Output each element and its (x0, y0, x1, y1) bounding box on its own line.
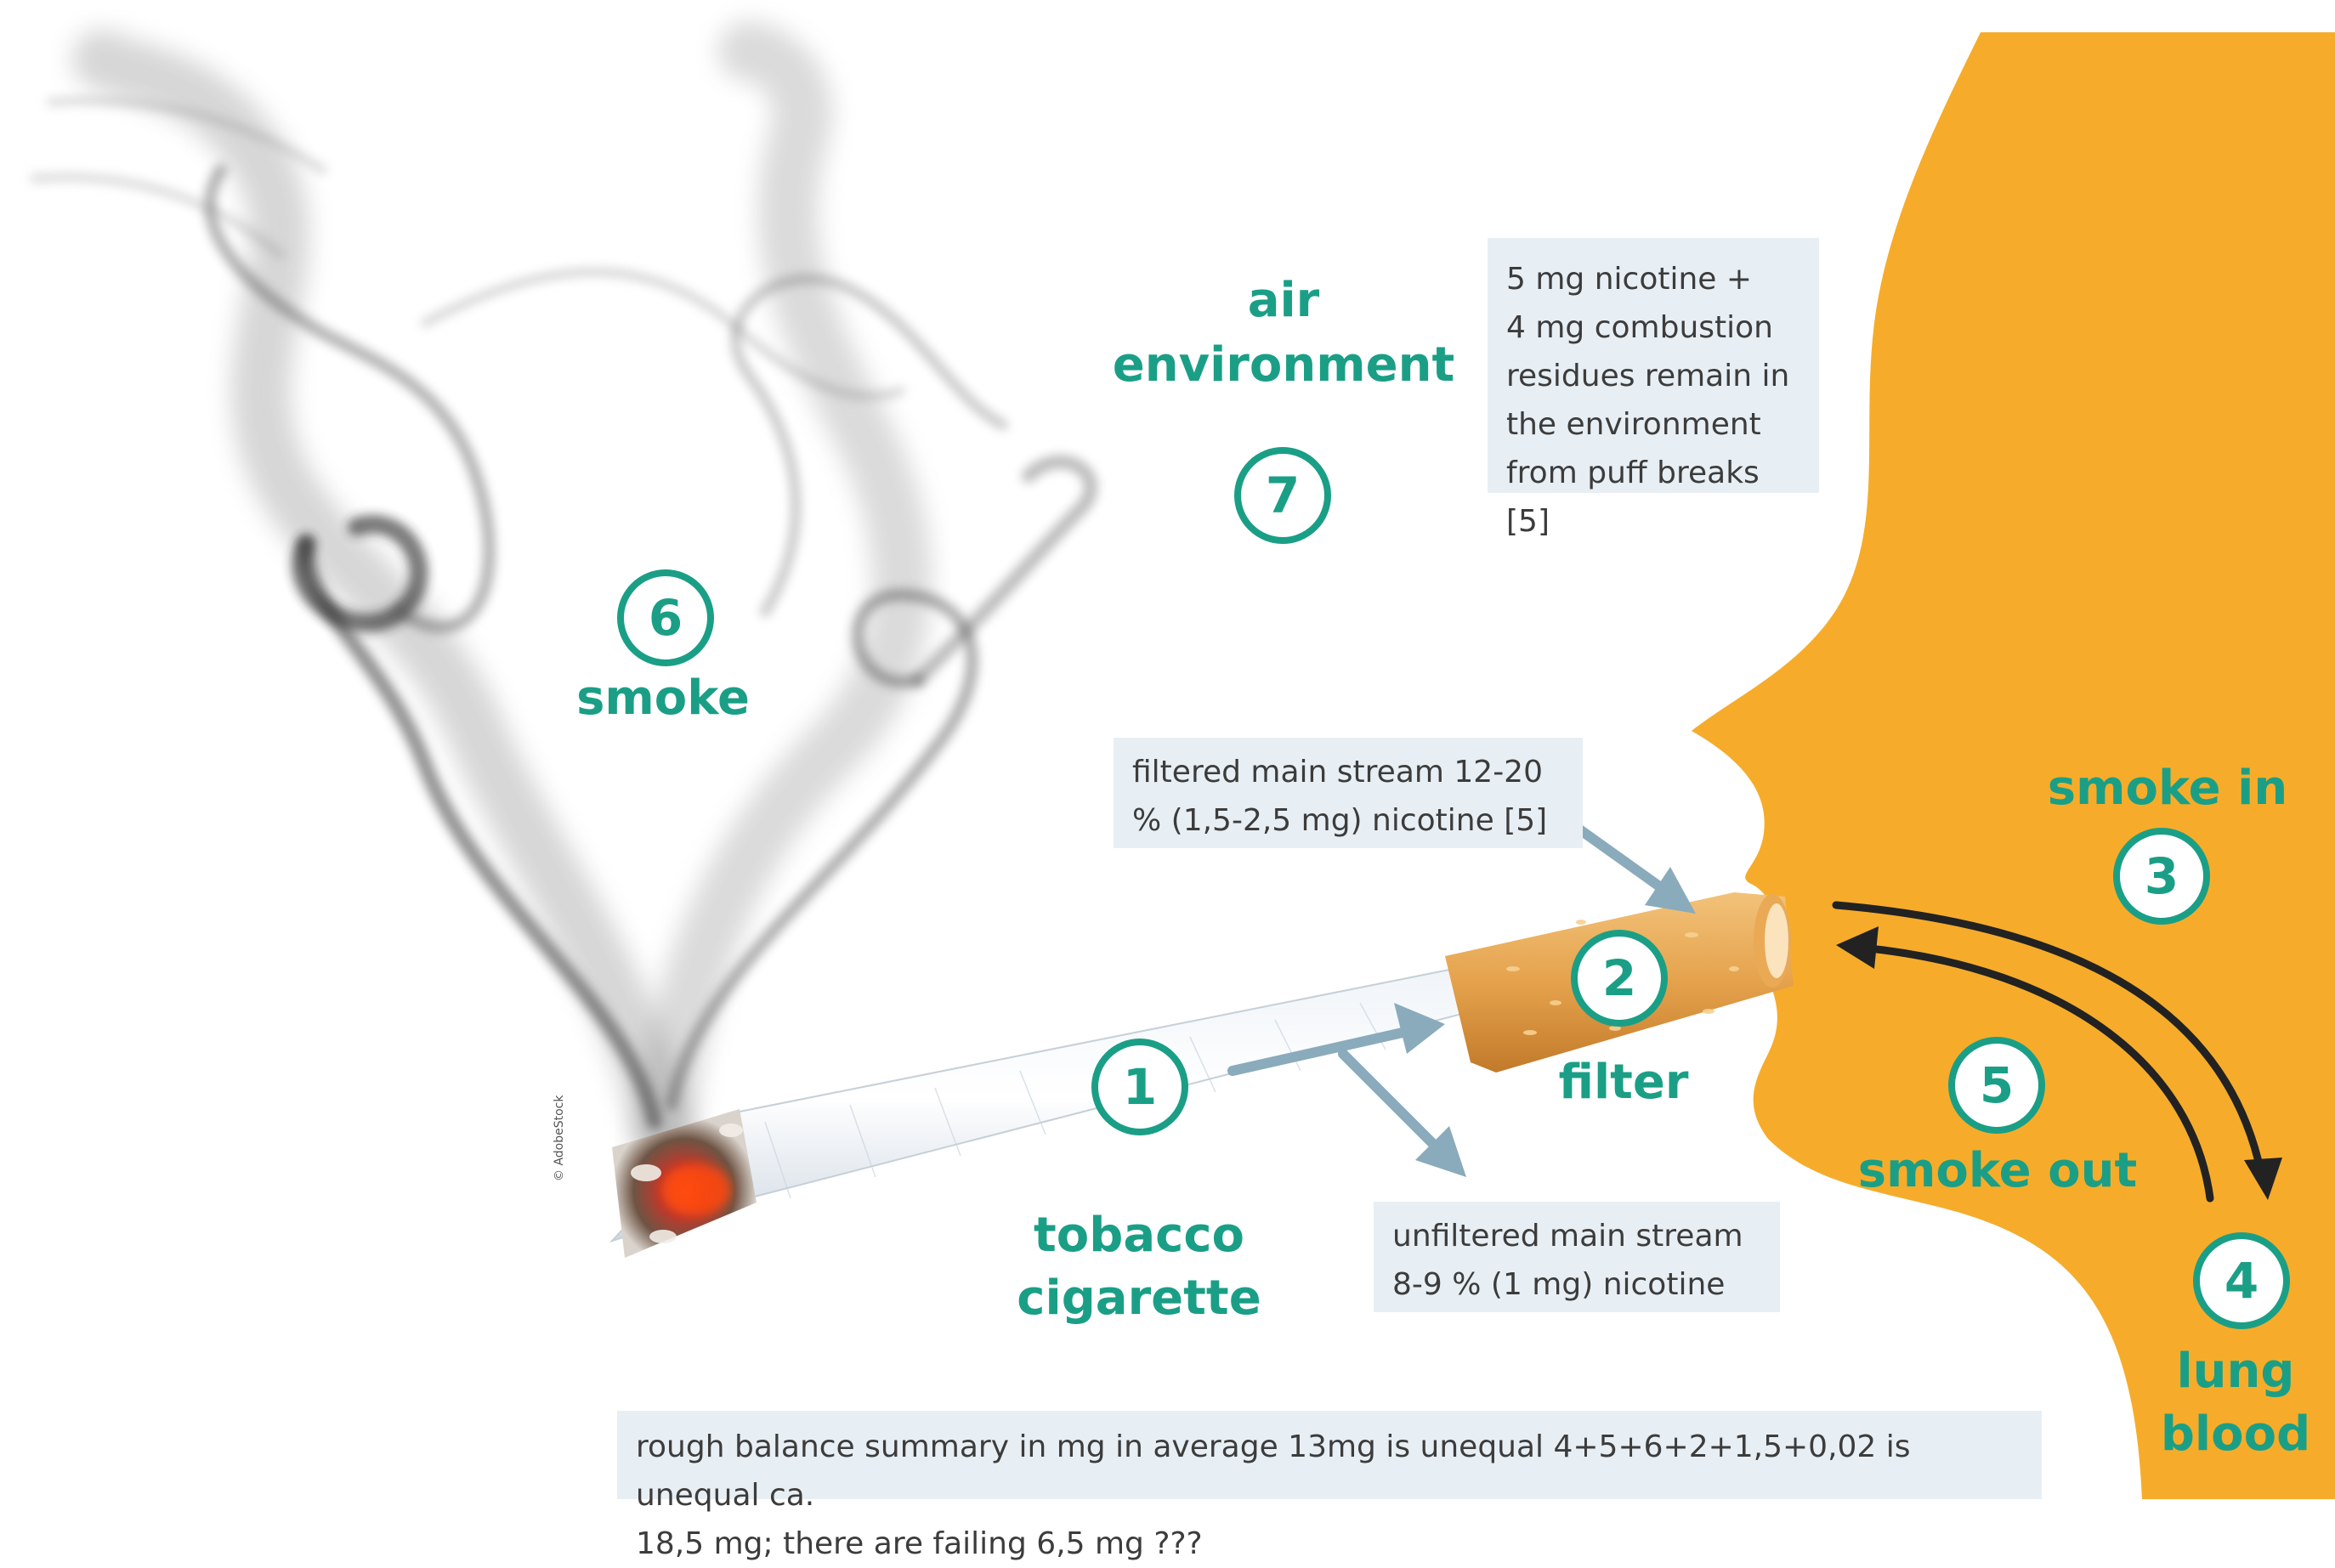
label-tobacco: tobacco (1034, 1208, 1244, 1263)
environment-note-line: 5 mg nicotine + (1506, 262, 1753, 297)
image-credit: © AdobeStock (553, 1095, 566, 1181)
filtered-stream-note-box: filtered main stream 12-20 % (1,5-2,5 mg… (1114, 738, 1583, 848)
step-2-badge: 2 (1571, 930, 1668, 1027)
cigarette-illustration (609, 892, 1794, 1258)
summary-line: 18,5 mg; there are failing 6,5 mg ??? (636, 1526, 1203, 1561)
environment-note-box: 5 mg nicotine + 4 mg combustion residues… (1488, 238, 1819, 539)
label-air: air (1247, 273, 1320, 328)
label-lung: lung (2176, 1344, 2295, 1399)
unfiltered-stream-note-box: unfiltered main stream 8-9 % (1 mg) nico… (1374, 1202, 1780, 1312)
step-6-badge: 6 (617, 569, 714, 666)
environment-note-line: 4 mg combustion (1506, 310, 1773, 345)
face-silhouette (1692, 32, 2335, 1499)
label-filter: filter (1558, 1055, 1689, 1110)
diagram-artwork (30, 21, 2335, 1499)
summary-line: rough balance summary in mg in average 1… (636, 1429, 1911, 1513)
pointer-arrows (1227, 819, 1696, 1177)
label-environment: environment (1112, 337, 1455, 393)
step-4-badge: 4 (2193, 1232, 2290, 1329)
filtered-note-line: % (1,5-2,5 mg) nicotine [5] (1132, 803, 1548, 838)
label-cigarette: cigarette (1017, 1271, 1261, 1326)
unfiltered-note-line: unfiltered main stream (1392, 1219, 1743, 1254)
label-blood: blood (2160, 1407, 2311, 1462)
smoke-plume (30, 21, 1098, 1160)
environment-note-line: from puff breaks [5] (1506, 456, 1760, 539)
environment-note-line: the environment (1506, 407, 1761, 442)
step-1-badge: 1 (1091, 1039, 1188, 1135)
step-5-badge: 5 (1948, 1037, 2045, 1134)
unfiltered-note-line: 8-9 % (1 mg) nicotine (1392, 1267, 1726, 1302)
label-smoke-out: smoke out (1857, 1143, 2138, 1198)
label-smoke: smoke (576, 671, 750, 726)
flow-arrowheads (1836, 926, 2282, 1200)
step-3-badge: 3 (2113, 828, 2210, 925)
step-7-badge: 7 (1234, 447, 1331, 544)
balance-summary-box: rough balance summary in mg in average 1… (617, 1411, 2042, 1561)
filtered-note-line: filtered main stream 12-20 (1132, 755, 1543, 790)
environment-note-line: residues remain in (1506, 359, 1790, 393)
label-smoke-in: smoke in (2047, 761, 2288, 816)
flow-arrows (1832, 901, 2265, 1203)
